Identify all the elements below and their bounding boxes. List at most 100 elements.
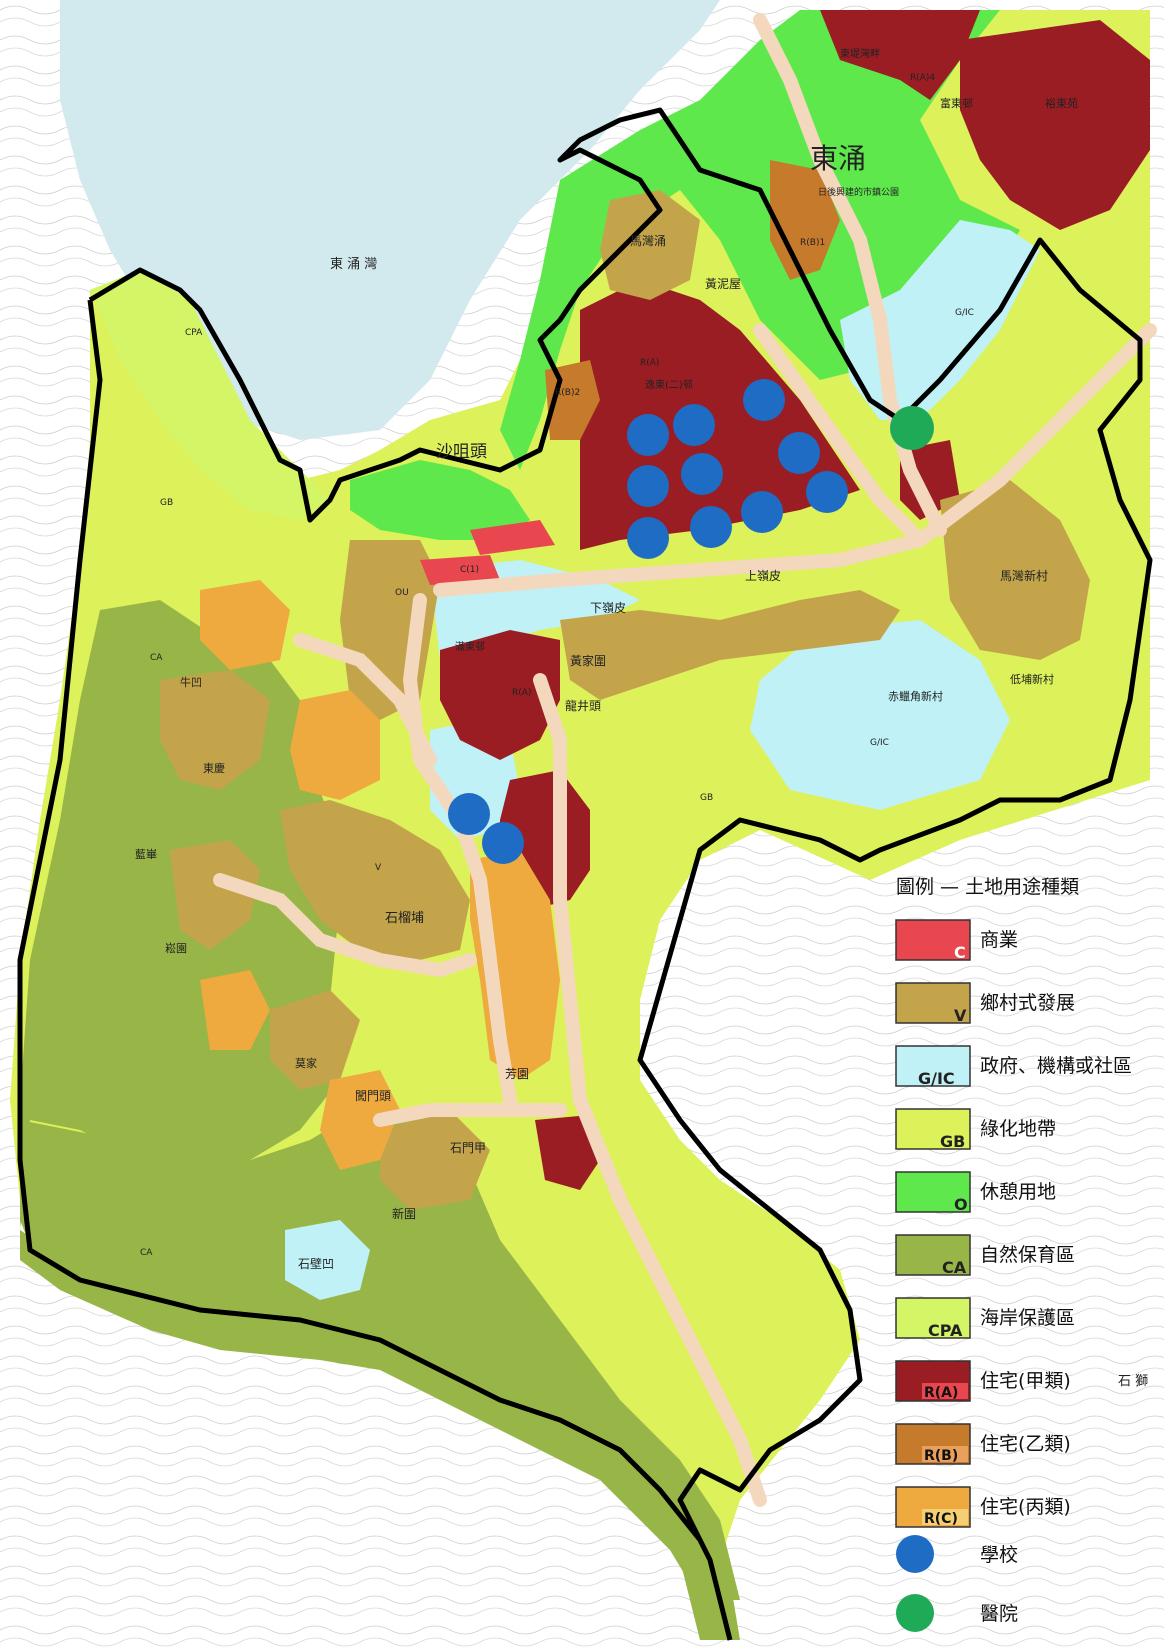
zone-rc-west-1 <box>290 690 380 800</box>
zone-v-mo-ka <box>270 990 360 1090</box>
zone-code-labels: R(A) R(A)4 R(B)1 R(B)2 V G/IC G/IC GB GB… <box>140 73 974 1258</box>
legend-label: 醫院 <box>980 1603 1018 1625</box>
zone-o-sha-tsui <box>350 460 530 540</box>
code-gb-west: GB <box>160 498 173 508</box>
legend: 圖例 — 土地用途種類 C 商業 V 鄉村式發展 G/IC 政府、機構或社區 G… <box>895 876 1132 1632</box>
plan-boundary <box>17 107 1153 1641</box>
legend-title: 圖例 — 土地用途種類 <box>896 876 1079 898</box>
zone-v-naam-chung <box>170 840 260 950</box>
legend-code: O <box>954 1195 968 1214</box>
legend-label: 商業 <box>980 929 1018 951</box>
zone-rc-kwan-mun <box>320 1070 400 1170</box>
legend-item-village: V 鄉村式發展 <box>895 982 1075 1025</box>
legend-code: V <box>954 1006 967 1025</box>
zone-cpa-coast <box>90 270 330 520</box>
legend-item-residential-b: R(B) 住宅(乙類) <box>895 1423 1071 1465</box>
label-kwan-mun-tau: 闖門頭 <box>355 1089 391 1103</box>
zone-rc-west-2 <box>200 580 290 670</box>
school-marker[interactable] <box>681 453 723 495</box>
legend-code: C <box>954 943 966 962</box>
zone-ra-northeast <box>820 10 980 100</box>
legend-code: R(C) <box>924 1511 958 1527</box>
label-naam-chung: 藍崋 <box>135 848 157 861</box>
label-ma-wan-new-village: 馬灣新村 <box>1000 568 1048 583</box>
legend-label: 休憩用地 <box>980 1181 1056 1203</box>
school-marker[interactable] <box>627 414 669 456</box>
label-san-tseung: 新圍 <box>392 1206 416 1221</box>
legend-label: 政府、機構或社區 <box>980 1055 1132 1077</box>
label-shek-shi: 石 獅 <box>1118 1374 1148 1389</box>
code-gic-chek-lap-kok: G/IC <box>870 738 889 748</box>
label-tung-chung: 東涌 <box>810 142 866 175</box>
code-rb1: R(B)1 <box>800 238 825 248</box>
label-tung-hing: 東慶 <box>203 761 225 775</box>
school-marker[interactable] <box>690 506 732 548</box>
label-sheung-ling-pei: 上嶺皮 <box>745 569 781 583</box>
zone-rc-southwest <box>200 970 270 1050</box>
school-marker[interactable] <box>778 432 820 474</box>
label-fu-tung-estate: 富東邨 <box>940 96 973 110</box>
label-shek-mun-kap: 石門甲 <box>450 1141 486 1155</box>
zone-v-san-tseung <box>380 1110 490 1210</box>
legend-item-residential-c: R(C) 住宅(丙類) <box>895 1486 1071 1528</box>
legend-label: 住宅(乙類) <box>980 1433 1071 1455</box>
legend-item-green-belt: GB 綠化地帶 <box>895 1108 1056 1151</box>
label-future-park: 日後興建的市鎮公園 <box>818 186 899 198</box>
label-mun-tung-estate: 滿東邨 <box>455 640 485 653</box>
legend-item-open-space: O 休憩用地 <box>895 1171 1056 1214</box>
legend-label: 住宅(甲類) <box>980 1370 1071 1392</box>
legend-item-residential-a: R(A) 住宅(甲類) <box>895 1360 1071 1402</box>
sea-tung-chung-bay <box>60 0 720 440</box>
label-tung-shun-lane: 東堤灣畔 <box>840 47 880 60</box>
code-gic-east: G/IC <box>955 308 974 318</box>
legend-item-hospital: 醫院 <box>896 1594 1018 1632</box>
school-marker[interactable] <box>482 822 524 864</box>
code-ra-mun-tung: R(A) <box>512 688 531 698</box>
code-ou: OU <box>395 588 409 598</box>
legend-label: 鄉村式發展 <box>980 992 1075 1014</box>
code-ra-yat-tung: R(A) <box>640 358 659 368</box>
school-marker[interactable] <box>627 465 669 507</box>
zone-gic-chek-lap-kok <box>750 620 1010 810</box>
legend-item-conservation: CA 自然保育區 <box>895 1234 1075 1277</box>
label-yat-tung-2: 逸東(二)邨 <box>645 378 693 391</box>
legend-code: CA <box>942 1258 967 1277</box>
zone-ra-fu-tung <box>960 20 1150 230</box>
legend-label: 學校 <box>980 1544 1018 1566</box>
code-ca-south: CA <box>140 1248 153 1258</box>
school-marker[interactable] <box>448 793 490 835</box>
label-wong-nai-uk: 黃泥屋 <box>705 277 741 291</box>
label-ha-ling-pei: 下嶺皮 <box>590 601 626 615</box>
school-marker[interactable] <box>806 471 848 513</box>
zone-v-shek-lau-po <box>280 800 470 960</box>
school-marker[interactable] <box>673 404 715 446</box>
label-mo-ka: 莫家 <box>295 1056 317 1070</box>
label-tai-tei-village: 低埔新村 <box>1010 672 1054 686</box>
zone-ca-south <box>20 1110 740 1600</box>
label-ngau-au: 牛凹 <box>180 675 202 689</box>
label-sheung-ling: 崧園 <box>165 942 187 955</box>
code-cpa: CPA <box>185 328 203 338</box>
code-gb-east: GB <box>700 793 713 803</box>
zone-v-west-ngau-au <box>160 670 270 790</box>
legend-code: R(A) <box>924 1385 958 1401</box>
school-marker[interactable] <box>741 491 783 533</box>
legend-code: R(B) <box>924 1448 958 1464</box>
zone-v-ma-wan-chung <box>600 190 700 300</box>
zone-gic-shek-pik-au <box>285 1220 370 1300</box>
zone-ra-mun-tung <box>440 630 560 760</box>
school-marker[interactable] <box>627 517 669 559</box>
label-wong-ka-wai: 黃家圍 <box>570 653 606 668</box>
code-rb2: R(B)2 <box>555 388 580 398</box>
legend-item-gic: G/IC 政府、機構或社區 <box>895 1045 1132 1088</box>
label-shek-pik-au: 石壁凹 <box>298 1256 334 1271</box>
legend-code: GB <box>940 1132 965 1151</box>
label-tung-chung-bay: 東 涌 灣 <box>330 256 377 272</box>
zone-ra-shek-mun-kap <box>535 1115 600 1190</box>
legend-label: 自然保育區 <box>980 1244 1075 1266</box>
school-markers <box>448 379 848 864</box>
hospital-marker[interactable] <box>890 406 934 450</box>
school-marker[interactable] <box>743 379 785 421</box>
label-ma-wan-chung: 馬灣涌 <box>630 234 666 248</box>
